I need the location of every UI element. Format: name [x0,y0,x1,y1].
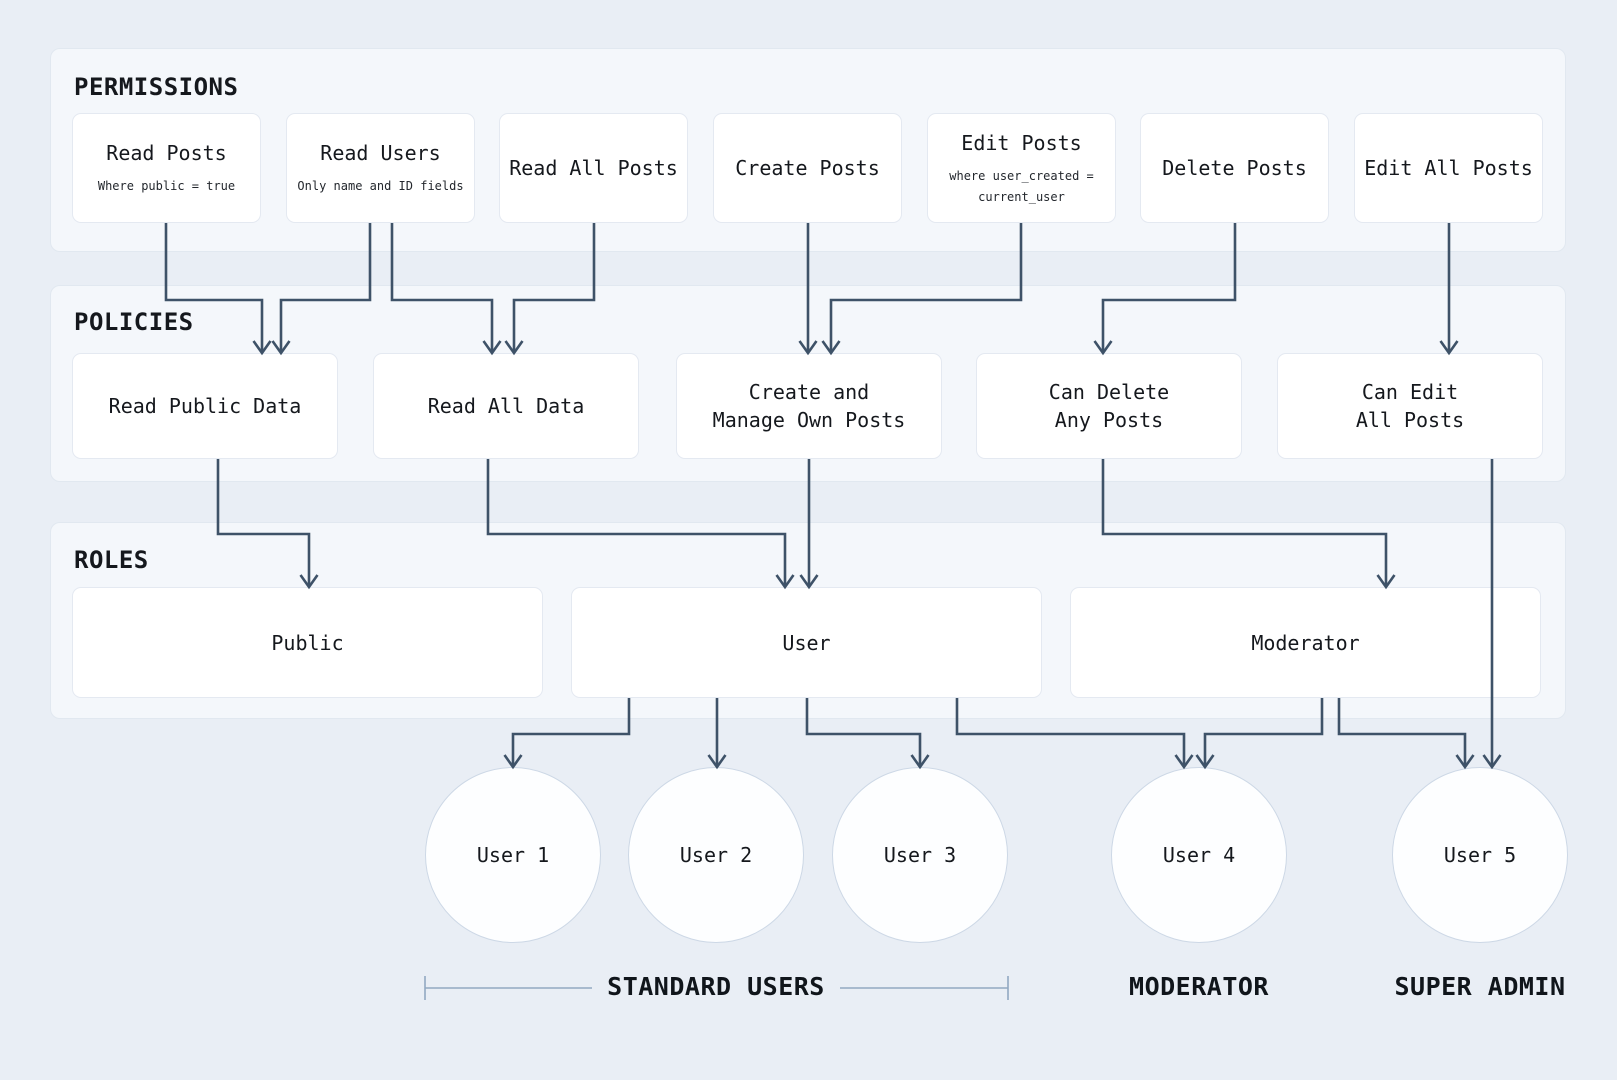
permission-edit-all-posts: Edit All Posts [1354,113,1543,223]
arrowhead-icon [503,754,523,770]
policy-title: Read Public Data [108,394,302,418]
policy-title: Create and Manage Own Posts [712,380,906,432]
role-public: Public [72,587,543,698]
user-circle-user2: User 2 [628,767,804,943]
arrowhead-icon [1174,754,1194,770]
role-user: User [571,587,1042,698]
policy-title: Can Edit All Posts [1355,380,1465,432]
permission-title: Read Users [320,141,441,166]
permission-subtitle: Only name and ID fields [297,179,464,194]
user-label: User 3 [883,843,957,867]
arrowhead-icon [1455,754,1475,770]
role-title: User [782,630,831,655]
arrowhead-icon [1195,754,1215,770]
roles-section-title: ROLES [74,546,149,574]
permission-title: Edit Posts [961,131,1082,156]
permission-title: Edit All Posts [1364,156,1533,180]
role-title: Moderator [1251,630,1360,655]
arrowhead-icon [707,754,727,770]
user-label: User 4 [1162,843,1236,867]
permission-create-posts: Create Posts [713,113,902,223]
policy-create-manage-own-posts: Create and Manage Own Posts [676,353,942,459]
role-title: Public [271,630,344,655]
permission-read-posts: Read Posts Where public = true [72,113,261,223]
policy-read-all-data: Read All Data [373,353,639,459]
permission-read-all-posts: Read All Posts [499,113,688,223]
policy-can-edit-all-posts: Can Edit All Posts [1277,353,1543,459]
user-circle-user1: User 1 [425,767,601,943]
group-label-moderator: MODERATOR [1129,972,1269,1001]
permission-delete-posts: Delete Posts [1140,113,1329,223]
group-label-super-admin: SUPER ADMIN [1394,972,1566,1001]
permission-subtitle: Where public = true [97,179,236,194]
user-label: User 1 [476,843,550,867]
policy-can-delete-any-posts: Can Delete Any Posts [976,353,1242,459]
user-circle-user3: User 3 [832,767,1008,943]
role-moderator: Moderator [1070,587,1541,698]
permissions-section-title: PERMISSIONS [74,73,239,101]
permission-title: Create Posts [735,156,880,180]
permission-title: Read All Posts [509,156,678,180]
permission-subtitle: where user_created = current_user [949,169,1094,204]
policy-read-public-data: Read Public Data [72,353,338,459]
permission-edit-posts: Edit Posts where user_created = current_… [927,113,1116,223]
policies-section-title: POLICIES [74,308,194,336]
group-label-standard-users: STANDARD USERS [607,972,825,1001]
arrowhead-icon [1482,754,1502,770]
user-circle-user4: User 4 [1111,767,1287,943]
permission-read-users: Read Users Only name and ID fields [286,113,475,223]
user-label: User 5 [1443,843,1517,867]
policy-title: Read All Data [427,394,585,418]
arrowhead-icon [910,754,930,770]
policy-title: Can Delete Any Posts [1048,380,1170,432]
permission-title: Read Posts [106,141,227,166]
user-circle-user5: User 5 [1392,767,1568,943]
permission-title: Delete Posts [1162,156,1307,180]
user-label: User 2 [679,843,753,867]
